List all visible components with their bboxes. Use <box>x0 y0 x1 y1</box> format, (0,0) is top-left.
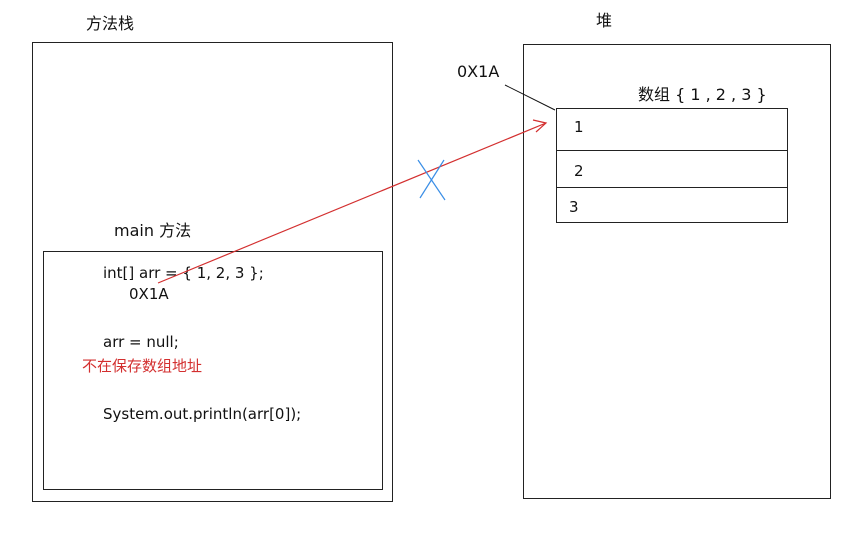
reference-arrowhead <box>532 119 548 133</box>
stack-address: 0X1A <box>129 285 169 303</box>
stack-title: 方法栈 <box>86 14 135 33</box>
address-leader-line <box>504 84 556 111</box>
array-divider-2 <box>557 187 787 188</box>
heap-title: 堆 <box>596 11 613 30</box>
heap-address: 0X1A <box>457 62 500 81</box>
array-box <box>556 108 788 223</box>
reference-arrow-line <box>157 122 547 284</box>
main-frame-title: main 方法 <box>114 221 192 240</box>
array-divider-1 <box>557 150 787 151</box>
stack-note: 不在保存数组地址 <box>82 357 203 375</box>
reference-cross-b <box>419 159 445 199</box>
array-title: 数组 { 1 , 2 , 3 } <box>638 85 767 104</box>
heap-box <box>523 44 831 499</box>
code-line-null: arr = null; <box>103 333 179 351</box>
stack-box <box>32 42 393 502</box>
array-item-1: 1 <box>574 118 584 136</box>
main-frame-box <box>43 251 383 490</box>
array-item-3: 3 <box>569 198 579 216</box>
array-item-2: 2 <box>574 162 584 180</box>
code-line-print: System.out.println(arr[0]); <box>103 405 302 423</box>
